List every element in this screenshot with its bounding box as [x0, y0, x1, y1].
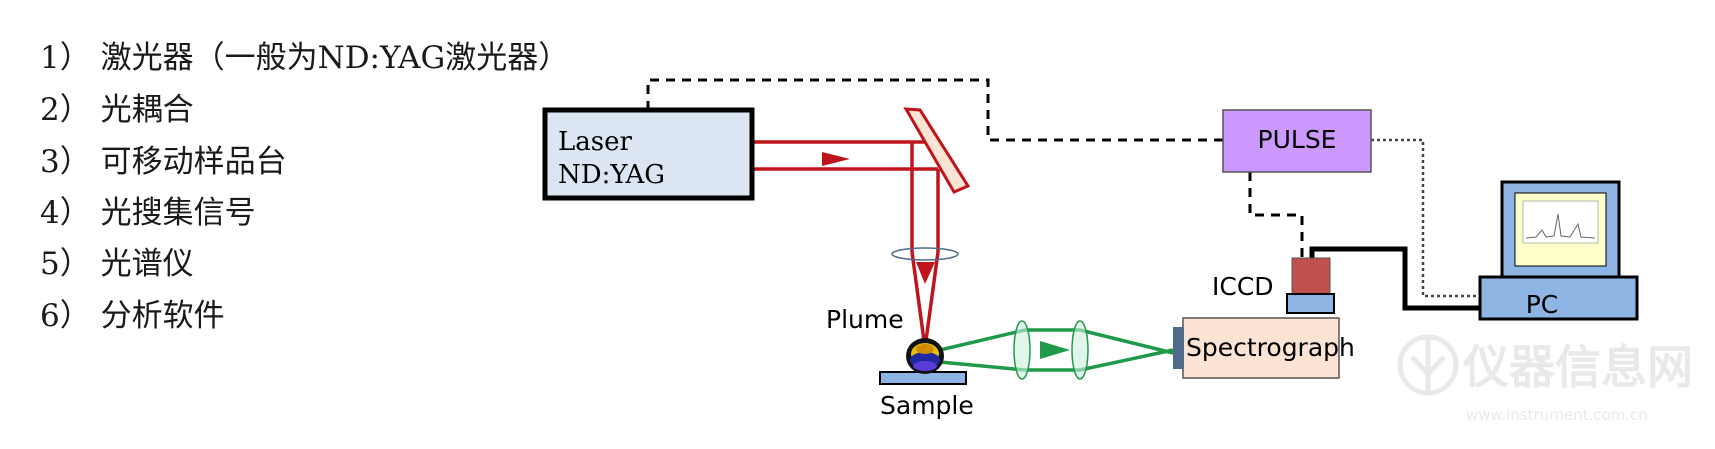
mirror [903, 107, 971, 194]
iccd-base [1286, 293, 1335, 314]
collection-lens-1 [1013, 320, 1031, 380]
watermark: 仪器信息网 www.instrument.com.cn [1397, 334, 1693, 424]
screen-spectrum-icon [1522, 200, 1599, 244]
pc-dotted-line [1371, 138, 1480, 298]
list-item-5: 5） 光谱仪 [40, 246, 194, 282]
list-item-4: 4） 光搜集信号 [40, 195, 256, 231]
pc-label: PC [1526, 290, 1559, 319]
signal-beam [939, 328, 1174, 372]
trigger-dashed-line [646, 78, 1223, 142]
pc-computer [1478, 180, 1639, 321]
beam-arrow-icon [822, 152, 850, 166]
list-item-1: 1） 激光器（一般为ND:YAG激光器） [40, 40, 570, 76]
signal-arrow-icon [1040, 341, 1070, 359]
focus-arrow-icon [916, 262, 935, 284]
focusing-lens [891, 247, 959, 261]
collection-lens-2 [1071, 320, 1089, 380]
iccd-pc-cable [1309, 246, 1480, 311]
laser-beam [752, 140, 940, 349]
list-item-2: 2） 光耦合 [40, 92, 194, 128]
plume-label: Plume [826, 305, 904, 334]
spectrograph-slit [1173, 327, 1184, 369]
sample-label: Sample [880, 391, 974, 420]
spectrograph-label: Spectrograph [1186, 333, 1355, 362]
watermark-text: 仪器信息网 [1462, 340, 1693, 394]
spectrograph-box [1182, 317, 1340, 379]
laser-label-line2: ND:YAG [558, 160, 665, 190]
iccd-label: ICCD [1212, 272, 1274, 301]
list-item-6: 6） 分析软件 [40, 298, 225, 334]
watermark-logo-icon [1397, 334, 1459, 396]
pulse-box [1222, 109, 1372, 173]
list-item-3: 3） 可移动样品台 [40, 144, 287, 180]
laser-label-line1: Laser [558, 127, 632, 157]
pulse-label: PULSE [1258, 125, 1337, 154]
watermark-url: www.instrument.com.cn [1466, 406, 1648, 424]
iccd-detector [1291, 257, 1331, 295]
laser-box [542, 107, 755, 201]
iccd-dashed-line [1248, 172, 1304, 258]
plasma-plume [906, 338, 944, 374]
